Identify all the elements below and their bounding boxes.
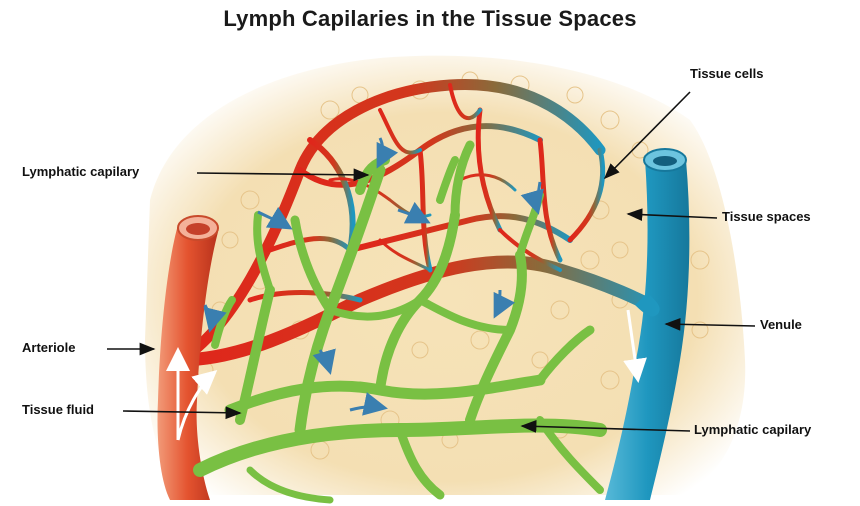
label-arteriole: Arteriole	[22, 340, 75, 355]
label-tissue-spaces: Tissue spaces	[722, 209, 811, 224]
label-venule: Venule	[760, 317, 802, 332]
label-tissue-cells: Tissue cells	[690, 66, 763, 81]
label-tissue-fluid: Tissue fluid	[22, 402, 94, 417]
label-lymphatic-capillary-left: Lymphatic capilary	[22, 164, 139, 179]
label-lymphatic-capillary-bottom: Lymphatic capilary	[694, 422, 811, 437]
